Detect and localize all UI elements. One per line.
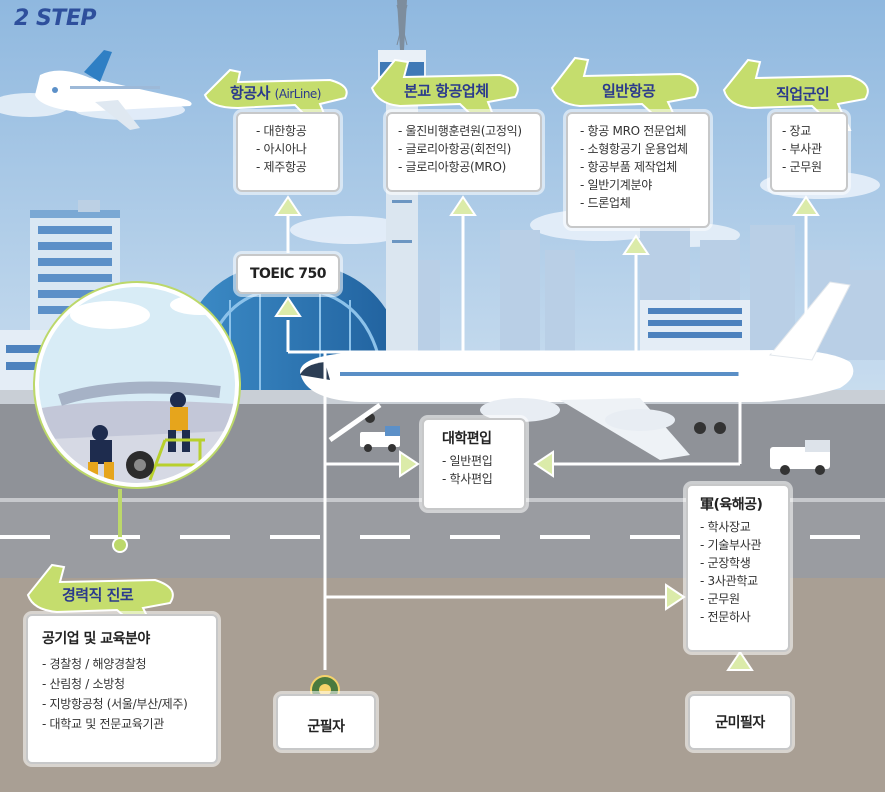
experienced-item: - 경찰청 / 해양경찰청 bbox=[42, 657, 147, 671]
experienced-item: - 산림청 / 소방청 bbox=[42, 677, 125, 691]
transfer-title: 대학편입 bbox=[442, 431, 492, 447]
airline-subtitle: (AirLine) bbox=[274, 87, 322, 101]
experienced-title: 공기업 및 교육분야 bbox=[42, 631, 150, 647]
military-branch-item: - 군장학생 bbox=[700, 556, 751, 570]
airline-box: - 대한항공 - 아시아나 - 제주항공 bbox=[236, 112, 340, 192]
experienced-plane-label: 경력직 진로 bbox=[62, 586, 134, 604]
school-company-item: - 울진비행훈련원(고정익) bbox=[398, 124, 522, 138]
airline-item: - 아시아나 bbox=[256, 142, 307, 156]
airline-title: 항공사 bbox=[230, 84, 270, 102]
school-company-item: - 글로리아항공(MRO) bbox=[398, 160, 506, 174]
general-aviation-item: - 드론업체 bbox=[580, 196, 631, 210]
step-title: 2 STEP bbox=[14, 6, 96, 31]
military-career-title: 직업군인 bbox=[776, 85, 830, 103]
transfer-item: - 학사편입 bbox=[442, 472, 493, 486]
military-branch-title: 軍(육해공) bbox=[700, 497, 763, 513]
airline-label: 항공사 (AirLine) bbox=[230, 82, 322, 103]
transfer-box: 대학편입 - 일반편입 - 학사편입 bbox=[422, 418, 526, 510]
military-career-item: - 군무원 bbox=[782, 160, 822, 174]
start-completed-label: 군필자 bbox=[307, 719, 345, 735]
general-aviation-box: - 항공 MRO 전문업체 - 소형항공기 운용업체 - 항공부품 제작업체 -… bbox=[566, 112, 710, 228]
military-career-item: - 부사관 bbox=[782, 142, 822, 156]
experienced-box: 공기업 및 교육분야 - 경찰청 / 해양경찰청 - 산림청 / 소방청 - 지… bbox=[26, 614, 218, 764]
experienced-item: - 대학교 및 전문교육기관 bbox=[42, 717, 164, 731]
parked-airplane bbox=[300, 281, 854, 460]
airline-item: - 제주항공 bbox=[256, 160, 307, 174]
airline-item: - 대한항공 bbox=[256, 124, 307, 138]
military-career-box: - 장교 - 부사관 - 군무원 bbox=[770, 112, 848, 192]
toeic-box: TOEIC 750 bbox=[236, 254, 340, 294]
toeic-label: TOEIC 750 bbox=[249, 266, 327, 282]
general-aviation-item: - 항공부품 제작업체 bbox=[580, 160, 677, 174]
military-branch-item: - 학사장교 bbox=[700, 520, 751, 534]
transfer-item: - 일반편입 bbox=[442, 454, 493, 468]
arrowheads bbox=[274, 195, 820, 671]
start-completed-box: 군필자 bbox=[276, 694, 376, 750]
general-aviation-item: - 항공 MRO 전문업체 bbox=[580, 124, 687, 138]
military-career-item: - 장교 bbox=[782, 124, 812, 138]
general-aviation-title: 일반항공 bbox=[602, 82, 656, 100]
start-not-completed-label: 군미필자 bbox=[715, 715, 765, 731]
start-not-completed-box: 군미필자 bbox=[688, 694, 792, 750]
school-company-title: 본교 항공업체 bbox=[404, 82, 489, 100]
ground-vehicles bbox=[328, 402, 830, 475]
military-branch-item: - 군무원 bbox=[700, 592, 740, 606]
experienced-item: - 지방항공청 (서울/부산/제주) bbox=[42, 697, 188, 711]
military-branch-box: 軍(육해공) - 학사장교 - 기술부사관 - 군장학생 - 3사관학교 - 군… bbox=[686, 484, 790, 652]
right-terminal bbox=[640, 300, 750, 360]
flying-airplane bbox=[35, 50, 192, 130]
school-company-box: - 울진비행훈련원(고정익) - 글로리아항공(회전익) - 글로리아항공(MR… bbox=[386, 112, 542, 192]
general-aviation-item: - 일반기계분야 bbox=[580, 178, 652, 192]
school-company-item: - 글로리아항공(회전익) bbox=[398, 142, 511, 156]
military-branch-item: - 기술부사관 bbox=[700, 538, 762, 552]
military-branch-item: - 전문하사 bbox=[700, 610, 751, 624]
military-branch-item: - 3사관학교 bbox=[700, 574, 758, 588]
general-aviation-item: - 소형항공기 운용업체 bbox=[580, 142, 688, 156]
